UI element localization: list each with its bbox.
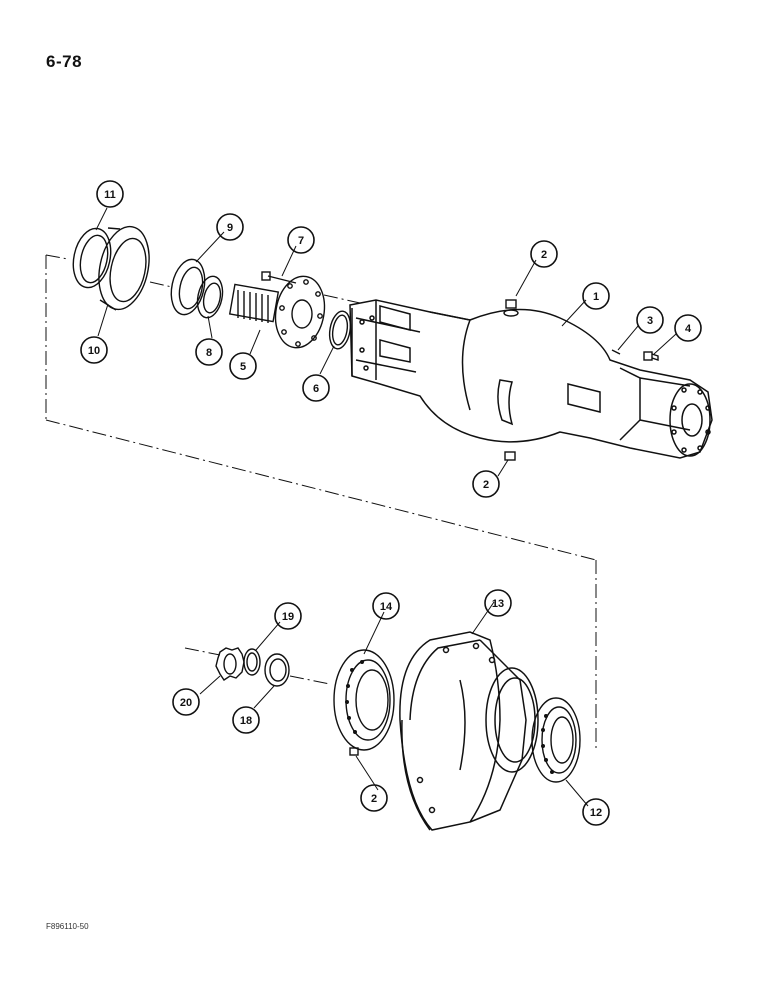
callout-8: 8 [195, 338, 223, 366]
fitting-part-4 [643, 351, 659, 361]
svg-text:19: 19 [282, 611, 294, 623]
svg-text:12: 12 [590, 807, 602, 819]
outer-bearing-part-12 [531, 697, 581, 783]
bearing-cup-part-9 [170, 258, 206, 316]
plug-part-2-top [503, 299, 519, 317]
svg-text:11: 11 [104, 189, 116, 201]
figure-code: F896110-50 [46, 922, 89, 931]
pin-part-3 [611, 349, 621, 355]
svg-text:14: 14 [380, 601, 393, 613]
bolt-part-7 [261, 271, 297, 284]
svg-text:18: 18 [240, 715, 252, 727]
bearing-cone-part-8 [196, 275, 224, 319]
callout-20: 20 [172, 688, 200, 716]
callout-6: 6 [302, 374, 330, 402]
axle-housing-part-1 [349, 299, 713, 459]
svg-text:10: 10 [88, 345, 100, 357]
lock-washer-part-20 [215, 647, 245, 681]
svg-text:2: 2 [483, 479, 489, 491]
svg-text:3: 3 [647, 315, 653, 327]
svg-text:2: 2 [541, 249, 547, 261]
svg-text:1: 1 [593, 291, 599, 303]
plug-part-2-hub [349, 747, 359, 756]
svg-text:6: 6 [313, 383, 319, 395]
callout-14: 14 [372, 592, 400, 620]
callout-1: 1 [582, 282, 610, 310]
callout-2-hub: 2 [360, 784, 388, 812]
callout-2-bottom: 2 [472, 470, 500, 498]
leader-lines [95, 207, 677, 807]
svg-text:20: 20 [180, 697, 192, 709]
callout-18: 18 [232, 706, 260, 734]
seal-ring-part-11 [72, 227, 112, 289]
svg-text:13: 13 [492, 598, 504, 610]
plug-part-2-bottom [504, 451, 516, 461]
callout-7: 7 [287, 226, 315, 254]
o-ring-part-6 [328, 310, 352, 350]
pinion-flange-part-5 [228, 275, 326, 349]
callout-4: 4 [674, 314, 702, 342]
callout-12: 12 [582, 798, 610, 826]
callout-2-top: 2 [530, 240, 558, 268]
callout-19: 19 [274, 602, 302, 630]
svg-text:8: 8 [206, 347, 212, 359]
svg-text:5: 5 [240, 361, 246, 373]
callout-10: 10 [80, 336, 108, 364]
callout-9: 9 [216, 213, 244, 241]
callout-5: 5 [229, 352, 257, 380]
svg-text:7: 7 [298, 235, 304, 247]
svg-text:2: 2 [371, 793, 377, 805]
washer-part-18 [264, 653, 290, 687]
callout-3: 3 [636, 306, 664, 334]
page-number: 6-78 [46, 52, 83, 71]
assembly-lines [45, 254, 597, 748]
wheel-hub-part-13 [399, 631, 539, 831]
callout-11: 11 [96, 180, 124, 208]
svg-text:9: 9 [227, 222, 233, 234]
callout-13: 13 [484, 589, 512, 617]
inner-bearing-part-14 [333, 649, 395, 751]
nut-part-19 [243, 648, 261, 676]
svg-text:4: 4 [685, 323, 692, 335]
